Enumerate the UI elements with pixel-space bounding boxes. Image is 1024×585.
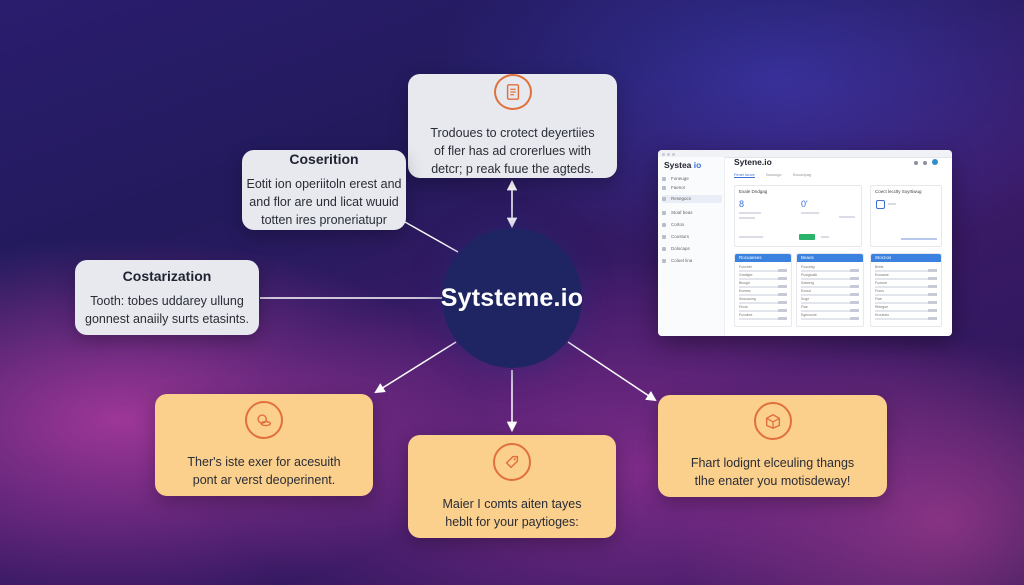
dashboard-sidebar-item[interactable]: Resegucs xyxy=(662,195,722,203)
chart-icon xyxy=(876,200,885,209)
dashboard-panel-row-label: Ecusd xyxy=(801,289,811,293)
dashboard-sidebar-item[interactable]: Coosturs xyxy=(662,233,722,241)
link-bottom-right xyxy=(567,341,657,402)
dashboard-logo: Systea io xyxy=(664,160,702,170)
dashboard-sidebar: Systea io Foneuge Faenor Resegucs Stoaf … xyxy=(658,157,725,336)
dashboard-panel-row-label: Frons xyxy=(875,289,884,293)
dashboard-panel-row-label: Pusigioaltr xyxy=(801,273,818,277)
dashboard-window-bar xyxy=(658,150,952,158)
node-coserition: Coserition Eotit ion operiitoln erest an… xyxy=(242,150,406,230)
dashboard-card-stats: Exale Dndgag 8 0' xyxy=(734,185,862,247)
dashboard-sidebar-item[interactable]: Coluet lina xyxy=(662,257,722,265)
dashboard-panel-row-label: Fuvolme xyxy=(739,313,753,317)
node-top-text: Trodoues to crotect deyertiies of fler h… xyxy=(430,126,595,176)
dashboard-panel-row-label: Foucahg xyxy=(801,265,815,269)
dashboard-panel-row-label: Fiae xyxy=(875,297,882,301)
node-coserition-text: Eotit ion operiitoln erest and and flor … xyxy=(246,177,402,227)
dashboard-top-icons[interactable] xyxy=(909,159,938,167)
dashboard-panel: Rocuaeses Fonchet Gradiger Bisugd Ecenes… xyxy=(734,253,792,327)
dashboard-tabs[interactable]: Fimel Ionce Bossugo Bouadpag xyxy=(734,172,812,178)
dashboard-sidebar-item[interactable]: Stoaf beas xyxy=(662,209,722,217)
document-icon xyxy=(493,74,532,110)
dashboard-panel: Beaos Foucahg Pusigioaltr Sotwerg Ecusd … xyxy=(796,253,864,327)
node-costarization: Costarization Tooth: tobes uddarey ullun… xyxy=(75,260,259,335)
dashboard-panel-row-label: Egecoune xyxy=(801,313,817,317)
link-coserition xyxy=(404,221,459,253)
dashboard-green-button[interactable] xyxy=(799,234,815,240)
dashboard-panel-row-label: Fonchet xyxy=(739,265,752,269)
node-bottom-left-text: Ther's iste exer for acesuith pont ar ve… xyxy=(187,455,341,487)
node-bottom-center-text: Maier I comts aiten tayes heblt for your… xyxy=(442,496,582,529)
dashboard-panel-row-label: Rieegue xyxy=(875,305,889,309)
dashboard-panel-row-label: Brefa xyxy=(875,265,884,269)
dashboard-panel-row-label: Fecto xyxy=(739,305,748,309)
box-icon xyxy=(753,402,792,440)
dashboard-panel-row-label: Sotwerg xyxy=(801,281,814,285)
node-top: Trodoues to crotect deyertiies of fler h… xyxy=(408,74,617,178)
node-bottom-right-text: Fhart lodignt elceuling thangs tlhe enat… xyxy=(690,456,855,488)
node-bottom-right: Fhart lodignt elceuling thangs tlhe enat… xyxy=(658,395,887,497)
hub-label: Sytsteme.io xyxy=(440,283,584,312)
node-costarization-title: Costarization xyxy=(122,267,212,284)
dashboard-sidebar-item[interactable]: Faenor xyxy=(662,184,722,192)
coins-icon xyxy=(245,401,283,439)
dashboard-panel-row-label: Ecenes xyxy=(739,289,751,293)
dashboard-panel-row-label: Gradiger xyxy=(739,273,753,277)
dashboard-panel: Stocnos Brefa Ecuaane Fuwcoe Frons Fiae … xyxy=(870,253,942,327)
node-costarization-text: Tooth: tobes uddarey ullung gonnest anai… xyxy=(85,293,249,326)
node-coserition-title: Coserition xyxy=(289,151,359,167)
dashboard-panel-row-label: Kroueaio xyxy=(875,313,890,317)
hub-circle: Sytsteme.io xyxy=(440,228,584,368)
dashboard-panel-row-label: Seouauing xyxy=(739,297,756,301)
dashboard-sidebar-item[interactable]: Foneuge xyxy=(662,175,722,183)
dashboard-panel-row-label: Soge xyxy=(801,297,810,301)
node-bottom-left: Ther's iste exer for acesuith pont ar ve… xyxy=(155,394,373,496)
dashboard-panel-row-label: Fuwcoe xyxy=(875,281,888,285)
tag-icon xyxy=(493,442,531,481)
node-bottom-center: Maier I comts aiten tayes heblt for your… xyxy=(408,435,616,538)
dashboard-sidebar-item[interactable]: Cortos xyxy=(662,221,722,229)
dashboard-screenshot: Systea io Foneuge Faenor Resegucs Stoaf … xyxy=(658,150,952,336)
link-bottom-left xyxy=(374,341,457,394)
dashboard-panel-row-label: Fiae xyxy=(801,305,808,309)
dashboard-sidebar-item[interactable]: Dolocaps xyxy=(662,245,722,253)
dashboard-panel-row-label: Bisugd xyxy=(739,281,750,285)
dashboard-title: Sytene.io xyxy=(734,157,772,167)
dashboard-card-chart: Coect lecctly Soyrtiwug xyxy=(870,185,942,247)
dashboard-panel-row-label: Ecuaane xyxy=(875,273,889,277)
